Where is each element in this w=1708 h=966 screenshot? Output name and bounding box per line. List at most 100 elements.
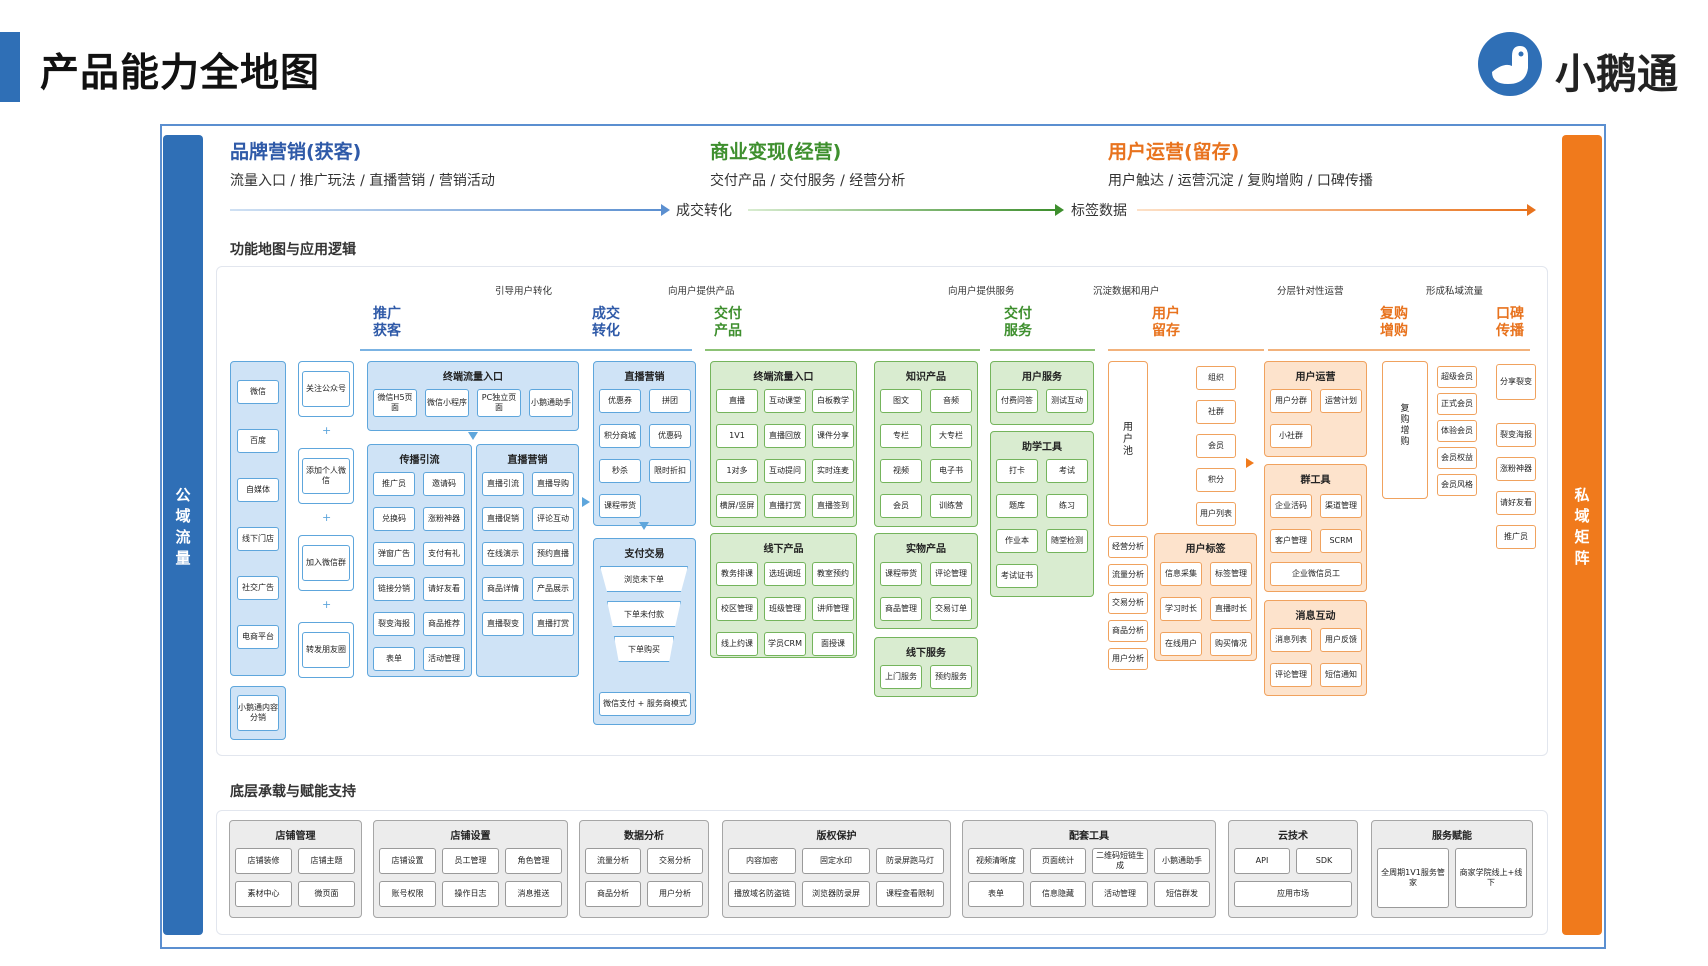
group-title: 用户标签 bbox=[1185, 544, 1226, 555]
flow-line bbox=[1137, 209, 1527, 211]
col-head: 交付产品 bbox=[714, 306, 742, 339]
arrow-icon bbox=[1246, 458, 1254, 468]
feature-item: 图文 bbox=[880, 389, 922, 413]
feature-item: 会员 bbox=[880, 494, 922, 518]
group-title: 助学工具 bbox=[1022, 442, 1062, 453]
feature-item: 直播签到 bbox=[812, 494, 854, 518]
feature-item: 社群 bbox=[1196, 400, 1236, 424]
feature-item: 练习 bbox=[1046, 494, 1088, 518]
divider bbox=[1268, 349, 1530, 351]
top-label: 形成私域流量 bbox=[1426, 286, 1484, 297]
col-head: 交付服务 bbox=[1004, 306, 1032, 339]
feature-item: 内容加密 bbox=[728, 848, 796, 874]
feature-item: 白板教学 bbox=[812, 389, 854, 413]
feature-item: 活动管理 bbox=[423, 647, 465, 671]
feature-item: 标签管理 bbox=[1210, 562, 1252, 586]
repurchase-group: 复购增购 bbox=[1382, 361, 1428, 499]
feature-item: 小鹅通助手 bbox=[529, 389, 573, 417]
feature-item: 添加个人微信 bbox=[302, 458, 350, 494]
top-label: 引导用户转化 bbox=[495, 286, 553, 297]
group-title: 实物产品 bbox=[906, 544, 946, 555]
feature-item: 表单 bbox=[373, 647, 415, 671]
feature-item: 拼团 bbox=[649, 389, 691, 413]
group-title: 支付交易 bbox=[624, 549, 665, 560]
feature-item: 学员CRM bbox=[764, 632, 806, 656]
feature-item: 积分 bbox=[1196, 468, 1236, 492]
feature-item: 渠道管理 bbox=[1320, 494, 1362, 518]
group-title: 传播引流 bbox=[399, 455, 440, 466]
feature-item: 直播打赏 bbox=[764, 494, 806, 518]
feature-item: 涨粉神器 bbox=[1496, 457, 1536, 481]
plus-icon: + bbox=[322, 598, 332, 611]
feature-item: 商家学院线上+线下 bbox=[1455, 848, 1527, 908]
feature-item: 选班调班 bbox=[764, 562, 806, 586]
feature-item: 用户分析 bbox=[647, 881, 703, 907]
feature-item: 店铺装修 bbox=[235, 848, 292, 874]
group-title: 数据分析 bbox=[624, 831, 664, 842]
feature-item: 讲师管理 bbox=[812, 597, 854, 621]
feature-item: 商品管理 bbox=[880, 597, 922, 621]
feature-item: 小鹅通助手 bbox=[1154, 848, 1210, 874]
feature-item: 防录屏跑马灯 bbox=[876, 848, 944, 874]
top-label: 向用户提供产品 bbox=[668, 286, 735, 297]
feature-item: 会员 bbox=[1196, 434, 1236, 458]
feature-item: 考试 bbox=[1046, 459, 1088, 483]
feature-item: 直播裂变 bbox=[482, 612, 524, 636]
feature-item: 视频 bbox=[880, 459, 922, 483]
feature-item: 在线演示 bbox=[482, 542, 524, 566]
feature-item: 课程带货 bbox=[880, 562, 922, 586]
feature-item: 直播促销 bbox=[482, 507, 524, 531]
feature-item: 运营计划 bbox=[1320, 389, 1362, 413]
feature-item: 支付有礼 bbox=[423, 542, 465, 566]
feature-item: 评论互动 bbox=[532, 507, 574, 531]
feature-item: 小社群 bbox=[1270, 424, 1312, 448]
flow-arrow-icon bbox=[1055, 204, 1064, 216]
feature-item: 短信群发 bbox=[1154, 881, 1210, 907]
feature-item: 信息隐藏 bbox=[1030, 881, 1086, 907]
feature-item: 交易分析 bbox=[647, 848, 703, 874]
feature-item: 优惠券 bbox=[599, 389, 641, 413]
feature-item: 店铺设置 bbox=[379, 848, 436, 874]
feature-item: 加入微信群 bbox=[302, 545, 350, 581]
feature-item: 直播回放 bbox=[764, 424, 806, 448]
feature-item: 会员权益 bbox=[1437, 447, 1477, 469]
group-title: 线下产品 bbox=[763, 544, 804, 555]
feature-item: 页面统计 bbox=[1030, 848, 1086, 874]
group-title: 版权保护 bbox=[816, 831, 857, 842]
flow-line bbox=[230, 209, 665, 211]
funnel-step: 下单购买 bbox=[614, 636, 674, 662]
feature-item: 企业微信员工 bbox=[1270, 562, 1362, 586]
feature-item: 店铺主题 bbox=[298, 848, 355, 874]
group-title: 直播营销 bbox=[624, 372, 665, 383]
feature-item: PC独立页面 bbox=[477, 389, 521, 417]
private-matrix-bar: 私域矩阵 bbox=[1562, 135, 1602, 935]
feature-item: 训练营 bbox=[930, 494, 972, 518]
feature-item: 微信支付 + 服务商模式 bbox=[599, 692, 691, 716]
phase-title: 品牌营销(获客) bbox=[230, 141, 362, 163]
top-label: 沉淀数据和用户 bbox=[1093, 286, 1160, 297]
feature-item: 线下门店 bbox=[237, 527, 279, 551]
plus-icon: + bbox=[322, 511, 332, 524]
feature-item: 音频 bbox=[930, 389, 972, 413]
feature-item: 预约直播 bbox=[532, 542, 574, 566]
feature-item: 邀请码 bbox=[423, 472, 465, 496]
feature-item: 1对多 bbox=[716, 459, 758, 483]
feature-item: 角色管理 bbox=[505, 848, 562, 874]
feature-item: 社交广告 bbox=[237, 576, 279, 600]
feature-item: 预约服务 bbox=[930, 665, 972, 689]
feature-item: 教务排课 bbox=[716, 562, 758, 586]
feature-item: 考试证书 bbox=[996, 564, 1038, 588]
col-head: 推广获客 bbox=[373, 306, 401, 339]
feature-item: 产品展示 bbox=[532, 577, 574, 601]
feature-item: 固定水印 bbox=[802, 848, 870, 874]
feature-item: 百度 bbox=[237, 429, 279, 453]
feature-item: 正式会员 bbox=[1437, 393, 1477, 415]
phase-sub: 交付产品 / 交付服务 / 经营分析 bbox=[710, 173, 906, 189]
public-traffic-bar: 公域流量 bbox=[163, 135, 203, 935]
feature-item: 优惠码 bbox=[649, 424, 691, 448]
feature-item: 账号权限 bbox=[379, 881, 436, 907]
group-title: 终端流量入口 bbox=[443, 372, 503, 383]
feature-item: 微信H5页面 bbox=[373, 389, 417, 417]
group-title: 消息互动 bbox=[1295, 611, 1336, 622]
feature-item: 组织 bbox=[1196, 366, 1236, 390]
